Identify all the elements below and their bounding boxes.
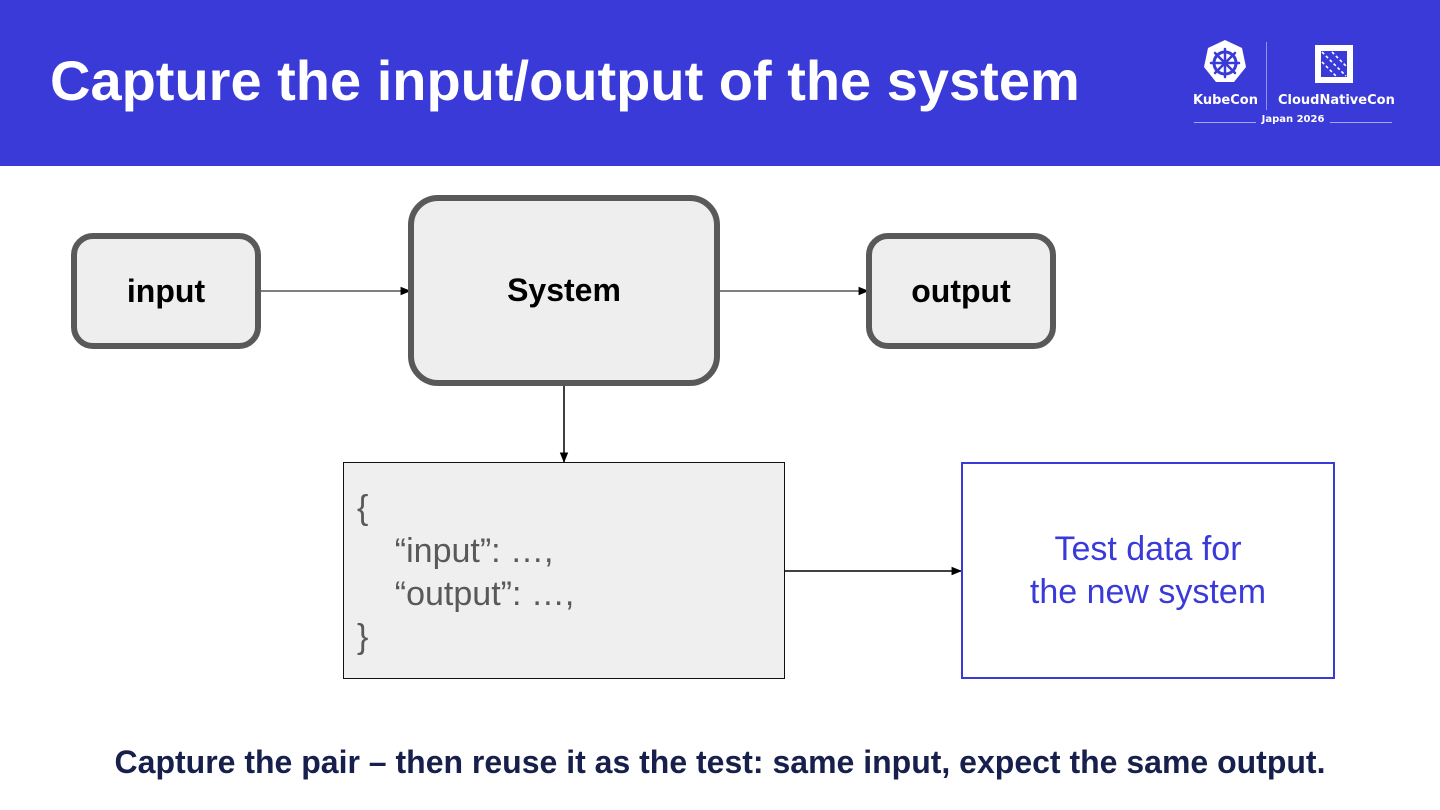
slide-title: Capture the input/output of the system [50,49,1080,112]
output-node: output [866,233,1056,349]
system-node-label: System [507,272,621,308]
test-data-line: Test data for [1054,529,1242,568]
event-logo: KubeCon CloudNativeCon Japan 2026 [1188,36,1398,132]
captured-json-box: { “input”: …, “output”: …, } [343,462,785,679]
logo-rule-left [1194,122,1256,123]
logo-kubecon-text: KubeCon [1193,93,1258,108]
logo-rule-right [1330,122,1392,123]
json-line: “input”: …, [357,532,554,570]
test-data-line: the new system [1029,572,1267,611]
header-banner: Capture the input/output of the system K… [0,0,1440,166]
json-line: { [357,489,369,527]
logo-event-text: Japan 2026 [1261,114,1325,125]
input-node-label: input [126,272,206,309]
input-node: input [71,233,261,349]
output-node-label: output [911,272,1011,309]
system-node: System [408,195,720,386]
kubernetes-helm-wheel-icon [1204,40,1246,82]
footer-caption: Capture the pair – then reuse it as the … [114,744,1326,780]
test-data-box: Test data for the new system [961,462,1335,679]
json-line: “output”: …, [357,575,575,613]
json-line: } [357,618,369,656]
logo-cloudnativecon-text: CloudNativeCon [1278,93,1395,108]
cncf-square-icon [1315,45,1353,83]
logo-divider [1266,42,1267,110]
